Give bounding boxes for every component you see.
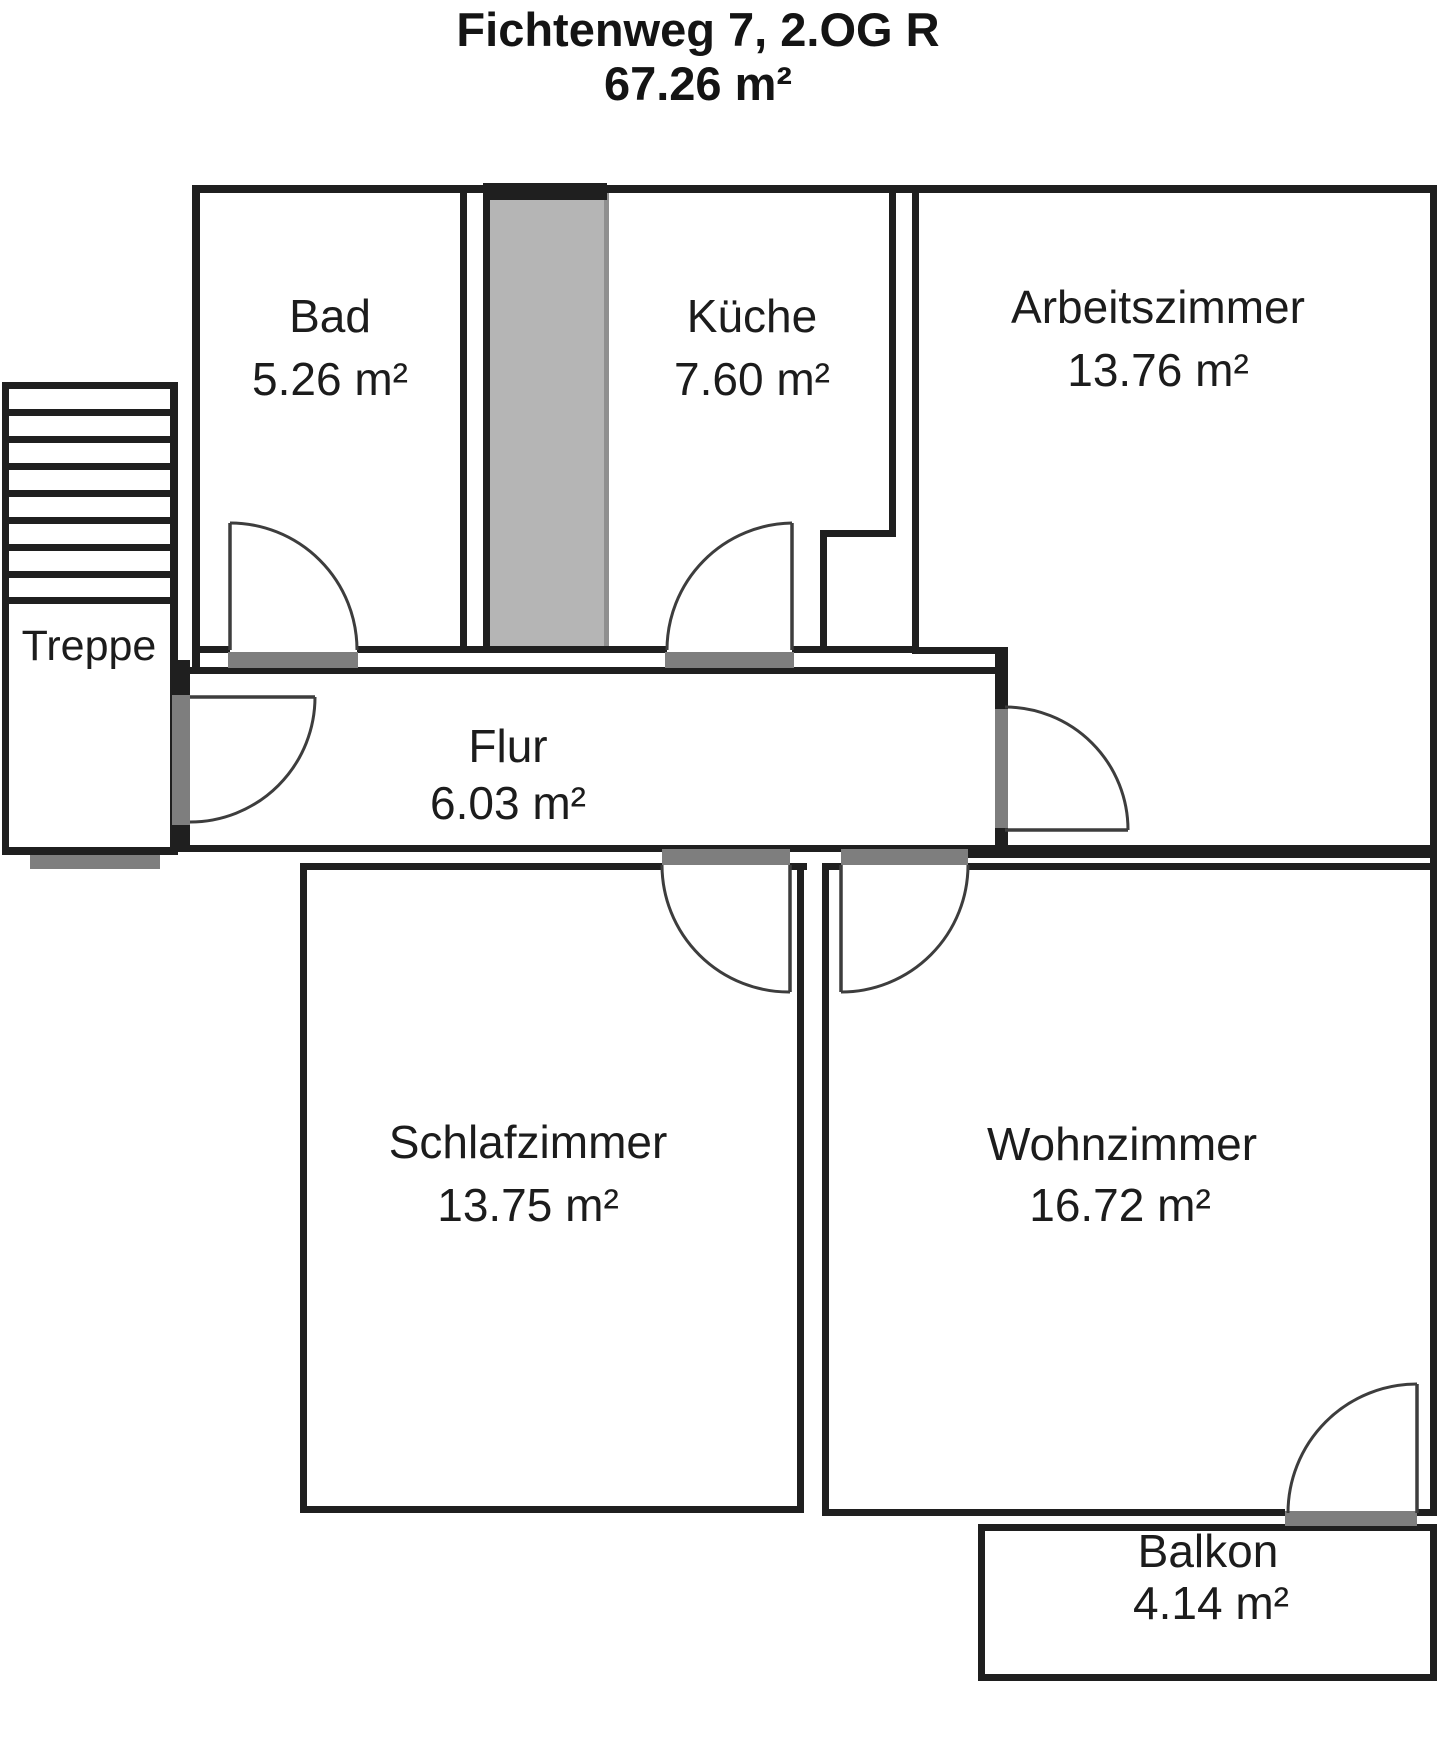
stair-tread-1 [9, 382, 170, 389]
wall-segment-4 [460, 185, 467, 653]
wall-segment-6 [889, 185, 896, 537]
room-label-flur: Flur [468, 720, 547, 772]
wall-segment-20 [172, 845, 1437, 852]
treppe-threshold [30, 855, 160, 869]
room-area-schlafzimmer: 13.75 m² [437, 1179, 619, 1231]
wall-segment-22 [300, 863, 662, 870]
room-label-arbeitszimmer: Arbeitszimmer [1011, 281, 1305, 333]
wall-segment-15 [357, 646, 667, 653]
wall-segment-9 [912, 185, 919, 654]
wall-segment-31 [1417, 1509, 1437, 1516]
wall-segment-11 [995, 654, 1008, 711]
wall-segment-29 [822, 863, 829, 1516]
wall-segment-5 [483, 185, 490, 653]
room-label-schlafzimmer: Schlafzimmer [389, 1116, 668, 1168]
wall-segment-30 [822, 1509, 1285, 1516]
wall-segment-38 [2, 847, 178, 855]
door-arc-kueche [665, 521, 793, 651]
room-label-treppe: Treppe [22, 622, 157, 670]
room-label-balkon: Balkon [1138, 1525, 1279, 1577]
wall-segment-34 [1430, 1524, 1437, 1681]
room-area-arbeitszimmer: 13.76 m² [1067, 344, 1249, 396]
wall-segment-3 [192, 185, 200, 672]
door-arc-entrance [189, 696, 317, 824]
room-area-balkon: 4.14 m² [1133, 1577, 1289, 1629]
plan-title-line1: Fichtenweg 7, 2.OG R [456, 3, 939, 56]
door-arc-bad [229, 521, 359, 651]
chimney-edge [604, 193, 609, 653]
thresholds-layer [30, 652, 1417, 1526]
wall-segment-36 [2, 382, 9, 855]
room-area-kueche: 7.60 m² [674, 353, 830, 405]
wall-segment-17 [172, 667, 1008, 674]
door-arc-schlafzimmer [660, 864, 791, 994]
stair-tread-4 [9, 463, 170, 470]
stair-tread-9 [9, 597, 170, 604]
plan-title-line2: 67.26 m² [604, 57, 792, 110]
doors-layer [189, 521, 1419, 1514]
stair-tread-3 [9, 436, 170, 443]
wall-segment-14 [192, 646, 230, 653]
stair-tread-8 [9, 571, 170, 578]
stair-tread-5 [9, 490, 170, 497]
stair-tread-6 [9, 517, 170, 524]
room-area-wohnzimmer: 16.72 m² [1029, 1179, 1211, 1231]
room-label-wohnzimmer: Wohnzimmer [987, 1118, 1257, 1170]
door-arc-arbeitszimmer [1004, 705, 1130, 831]
wall-segment-25 [968, 863, 1437, 870]
labels-layer: Bad 5.26 m² Küche 7.60 m² Arbeitszimmer 13.76… [22, 281, 1305, 1629]
room-label-kueche: Küche [687, 290, 817, 342]
arbeitszimmer-door-threshold [995, 709, 1008, 828]
door-arc-wohnzimmer [840, 864, 970, 994]
entrance-door-threshold [172, 695, 190, 825]
wall-segment-26 [300, 863, 307, 1513]
chimney-layer [490, 193, 609, 653]
wall-segment-37 [170, 382, 178, 855]
wohnzimmer-door-threshold [841, 849, 968, 865]
wall-segment-27 [797, 863, 804, 1513]
door-arc-balkon [1286, 1382, 1418, 1514]
walls-layer [2, 183, 1437, 1681]
wall-segment-21 [968, 845, 1437, 858]
bad-door-threshold [228, 652, 358, 668]
wall-segment-24 [822, 863, 841, 870]
room-label-bad: Bad [289, 290, 371, 342]
balkon-door-threshold [1285, 1511, 1417, 1526]
wall-segment-10 [912, 647, 1008, 654]
room-area-flur: 6.03 m² [430, 777, 586, 829]
stair-tread-2 [9, 409, 170, 416]
schlafzimmer-door-threshold [662, 849, 790, 865]
wall-segment-7 [820, 530, 896, 537]
wall-segment-33 [978, 1524, 985, 1681]
stairs-layer [9, 382, 170, 604]
wall-segment-16 [792, 646, 919, 653]
wall-segment-2 [483, 183, 607, 200]
wall-segment-32 [978, 1524, 1437, 1531]
kueche-door-threshold [665, 652, 794, 668]
wall-segment-35 [978, 1674, 1437, 1681]
wall-segment-28 [300, 1506, 804, 1513]
wall-segment-8 [820, 530, 827, 653]
wall-segment-1 [192, 185, 1437, 193]
chimney-shaft [490, 193, 604, 653]
room-area-bad: 5.26 m² [252, 353, 408, 405]
stair-tread-7 [9, 544, 170, 551]
